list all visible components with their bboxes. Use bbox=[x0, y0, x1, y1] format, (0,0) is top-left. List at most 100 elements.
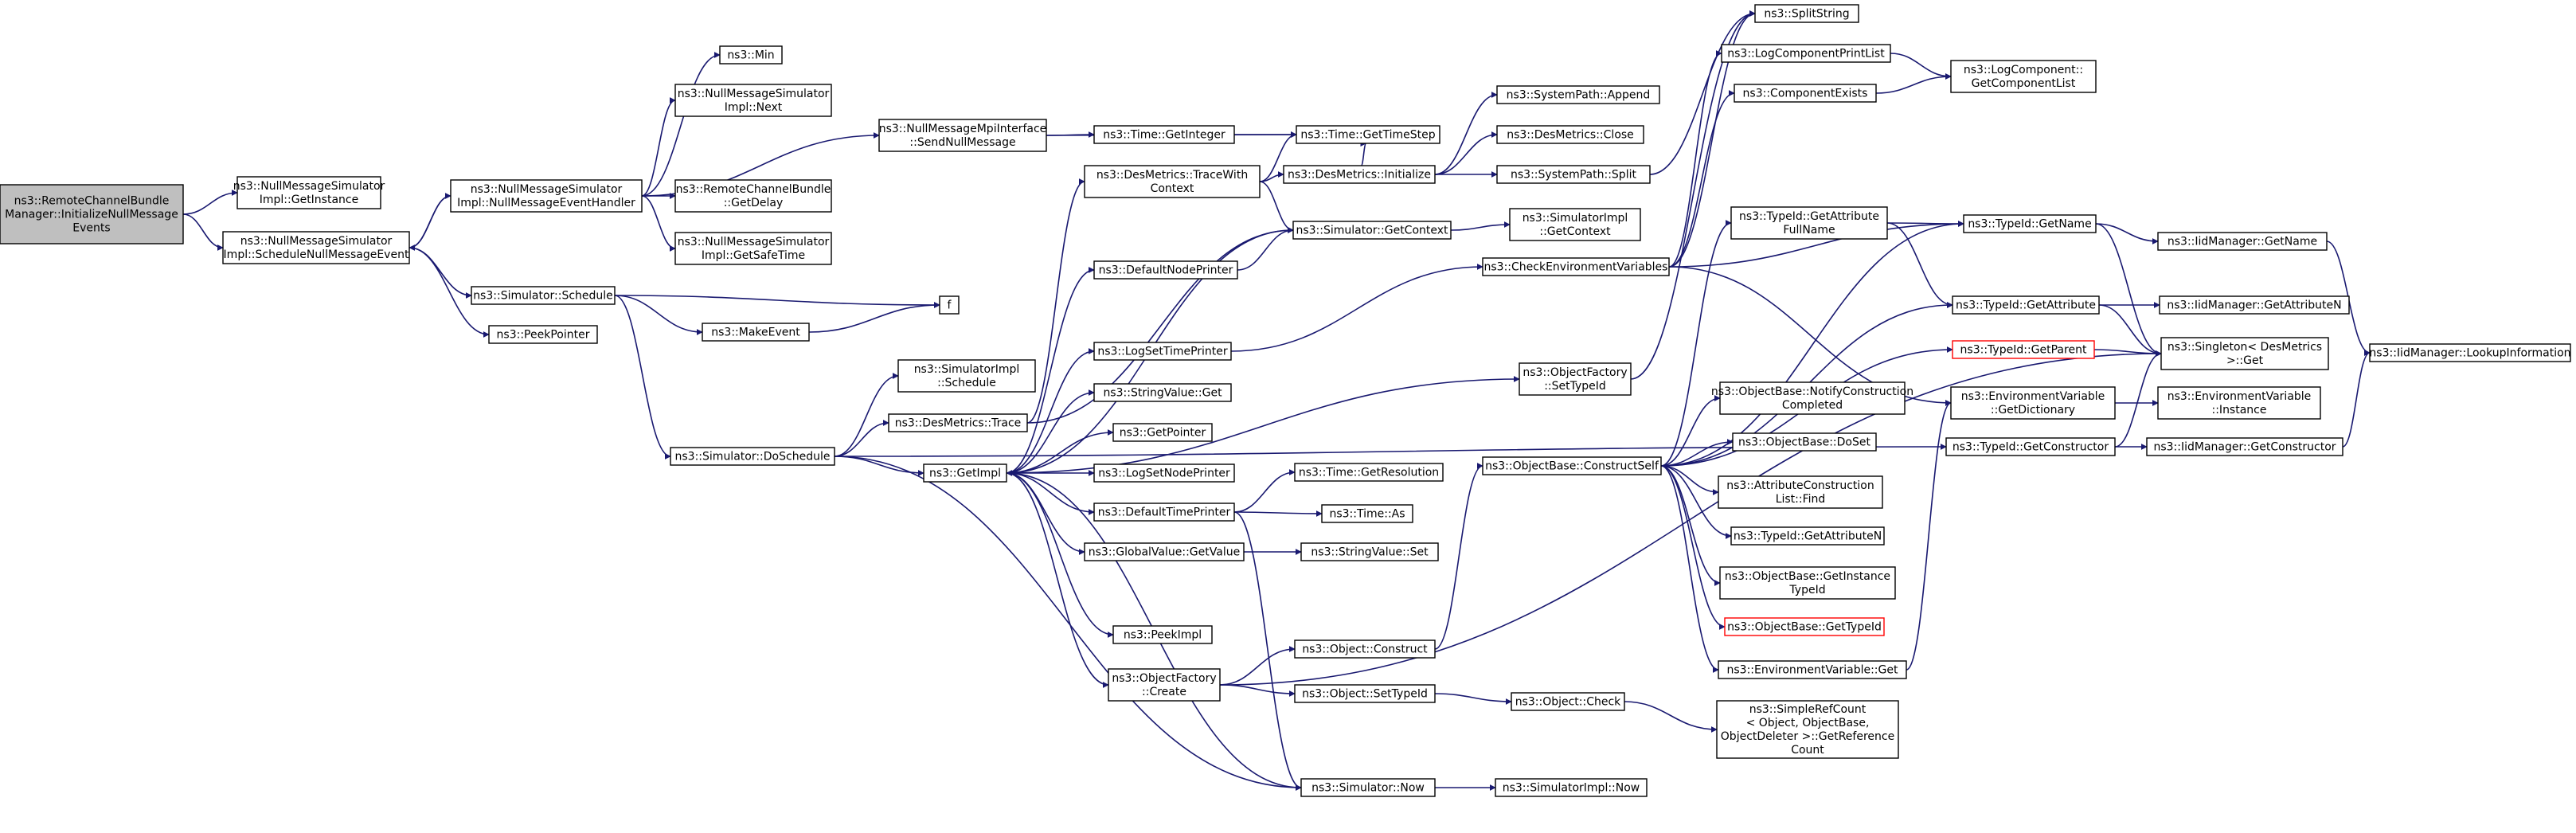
node-getpointer[interactable]: ns3::GetPointer bbox=[1112, 423, 1213, 442]
node-box bbox=[1509, 208, 1641, 241]
node-label: ns3::IidManager::GetName bbox=[2168, 236, 2317, 248]
node-simplerefcount[interactable]: ns3::SimpleRefCount< Object, ObjectBase,… bbox=[1716, 700, 1899, 759]
node-label: ns3::SplitString bbox=[1764, 8, 1849, 21]
node-time-getinteger[interactable]: ns3::Time::GetInteger bbox=[1093, 125, 1235, 144]
node-iid-getattributen[interactable]: ns3::IidManager::GetAttributeN bbox=[2159, 295, 2350, 315]
edge-iid_getconstructor-to-iid_lookupinfo bbox=[2342, 350, 2371, 448]
node-box bbox=[2159, 295, 2350, 315]
node-getimpl[interactable]: ns3::GetImpl bbox=[923, 463, 1007, 483]
node-box bbox=[1300, 778, 1436, 797]
node-box bbox=[1093, 383, 1232, 402]
node-nms-getsafetime[interactable]: ns3::NullMessageSimulatorImpl::GetSafeTi… bbox=[674, 232, 832, 265]
node-singleton-get[interactable]: ns3::Singleton< DesMetrics >::Get bbox=[2160, 337, 2329, 370]
node-objectfactory-settypeid[interactable]: ns3::ObjectFactory::SetTypeId bbox=[1519, 362, 1632, 396]
node-peekimpl[interactable]: ns3::PeekImpl bbox=[1112, 625, 1213, 644]
node-box bbox=[670, 447, 835, 466]
node-checkenvvars[interactable]: ns3::CheckEnvironmentVariables bbox=[1482, 257, 1670, 276]
node-defaultnodeprinter[interactable]: ns3::DefaultNodePrinter bbox=[1093, 260, 1238, 280]
node-sim-doschedule[interactable]: ns3::Simulator::DoSchedule bbox=[670, 447, 835, 466]
node-envvar-instance[interactable]: ns3::EnvironmentVariable::Instance bbox=[2157, 386, 2321, 420]
edge-objectbase_constructself-to-objectbase_gettypeid bbox=[1660, 465, 1726, 630]
node-splitstring[interactable]: ns3::SplitString bbox=[1754, 4, 1859, 23]
node-label: ns3::Object::Construct bbox=[1302, 643, 1428, 656]
node-box bbox=[1716, 700, 1899, 759]
node-typeid-getconstructor[interactable]: ns3::TypeId::GetConstructor bbox=[1945, 437, 2116, 456]
node-typeid-getname[interactable]: ns3::TypeId::GetName bbox=[1963, 214, 2097, 233]
node-nms-schedulenull[interactable]: ns3::NullMessageSimulatorImpl::ScheduleN… bbox=[222, 231, 410, 264]
node-iid-getname[interactable]: ns3::IidManager::GetName bbox=[2157, 232, 2328, 251]
node-defaulttimeprinter[interactable]: ns3::DefaultTimePrinter bbox=[1093, 503, 1235, 522]
edge-checkenvvars-to-splitstring bbox=[1668, 10, 1756, 268]
node-envvar-getdictionary[interactable]: ns3::EnvironmentVariable::GetDictionary bbox=[1950, 386, 2116, 420]
node-sendnull[interactable]: ns3::NullMessageMpiInterface::SendNullMe… bbox=[878, 119, 1047, 152]
node-label: ns3::SimulatorImpl bbox=[1523, 212, 1628, 225]
node-simimpl-getcontext[interactable]: ns3::SimulatorImpl::GetContext bbox=[1509, 208, 1641, 241]
node-iid-getconstructor[interactable]: ns3::IidManager::GetConstructor bbox=[2146, 437, 2343, 456]
node-objectbase-constructself[interactable]: ns3::ObjectBase::ConstructSelf bbox=[1482, 456, 1662, 475]
node-sim-now[interactable]: ns3::Simulator::Now bbox=[1300, 778, 1436, 797]
node-systempath-split[interactable]: ns3::SystemPath::Split bbox=[1496, 165, 1651, 184]
node-label: ns3::TypeId::GetAttributeN bbox=[1734, 530, 1882, 543]
node-objectfactory-create[interactable]: ns3::ObjectFactory::Create bbox=[1108, 668, 1221, 702]
node-objectbase-notify[interactable]: ns3::ObjectBase::NotifyConstructionCompl… bbox=[1711, 381, 1913, 415]
node-box bbox=[1952, 295, 2100, 315]
node-dm-initialize[interactable]: ns3::DesMetrics::Initialize bbox=[1283, 165, 1436, 184]
node-label: TypeId bbox=[1788, 584, 1825, 596]
node-dm-close[interactable]: ns3::DesMetrics::Close bbox=[1496, 125, 1644, 144]
node-typeid-getattribute[interactable]: ns3::TypeId::GetAttribute bbox=[1952, 295, 2100, 315]
node-typeid-getparent[interactable]: ns3::TypeId::GetParent bbox=[1952, 340, 2095, 359]
node-stringvalue-get[interactable]: ns3::StringValue::Get bbox=[1093, 383, 1232, 402]
node-box bbox=[1093, 260, 1238, 280]
node-label: Context bbox=[1151, 182, 1194, 195]
node-time-gettimestep[interactable]: ns3::Time::GetTimeStep bbox=[1296, 125, 1440, 144]
node-label: ns3::IidManager::GetAttributeN bbox=[2167, 299, 2341, 312]
node-logsetnodeprinter[interactable]: ns3::LogSetNodePrinter bbox=[1093, 463, 1235, 483]
node-min[interactable]: ns3::Min bbox=[719, 45, 783, 65]
node-box bbox=[1294, 463, 1444, 482]
node-systempath-append[interactable]: ns3::SystemPath::Append bbox=[1496, 85, 1660, 104]
node-desmetrics-trace[interactable]: ns3::DesMetrics::Trace bbox=[888, 413, 1028, 432]
node-sim-getcontext[interactable]: ns3::Simulator::GetContext bbox=[1292, 221, 1452, 240]
node-object-settypeid[interactable]: ns3::Object::SetTypeId bbox=[1294, 684, 1436, 703]
node-simimpl-schedule[interactable]: ns3::SimulatorImpl::Schedule bbox=[897, 359, 1036, 393]
node-f[interactable]: f bbox=[939, 295, 960, 315]
node-sim-schedule[interactable]: ns3::Simulator::Schedule bbox=[471, 286, 616, 305]
node-object-check[interactable]: ns3::Object::Check bbox=[1511, 692, 1625, 711]
node-rcb-getdelay[interactable]: ns3::RemoteChannelBundle::GetDelay bbox=[674, 179, 832, 213]
node-makeevent[interactable]: ns3::MakeEvent bbox=[702, 323, 810, 342]
node-peekpointer[interactable]: ns3::PeekPointer bbox=[488, 325, 598, 344]
edge-nms_handler-to-min bbox=[641, 52, 721, 197]
node-globalvalue-getvalue[interactable]: ns3::GlobalValue::GetValue bbox=[1084, 542, 1245, 561]
node-label: ns3::NullMessageSimulator bbox=[678, 88, 830, 100]
node-box bbox=[1511, 692, 1625, 711]
node-typeid-getattributen[interactable]: ns3::TypeId::GetAttributeN bbox=[1730, 526, 1885, 546]
node-objectbase-gettypeid[interactable]: ns3::ObjectBase::GetTypeId bbox=[1724, 617, 1885, 636]
node-stringvalue-set[interactable]: ns3::StringValue::Set bbox=[1300, 542, 1439, 561]
edge-makeevent-to-f bbox=[808, 302, 940, 333]
node-objectbase-doset[interactable]: ns3::ObjectBase::DoSet bbox=[1732, 432, 1877, 452]
node-logcomponent-getlist[interactable]: ns3::LogComponent::GetComponentList bbox=[1950, 60, 2097, 93]
edge-nms_schedulenull-to-peekpointer bbox=[408, 247, 490, 338]
edge-sim_doschedule-to-sim_now bbox=[834, 456, 1302, 791]
node-object-construct[interactable]: ns3::Object::Construct bbox=[1294, 639, 1436, 659]
node-time-getresolution[interactable]: ns3::Time::GetResolution bbox=[1294, 463, 1444, 482]
node-box bbox=[488, 325, 598, 344]
node-simimpl-now[interactable]: ns3::SimulatorImpl::Now bbox=[1495, 778, 1648, 797]
node-iid-lookupinfo[interactable]: ns3::IidManager::LookupInformation bbox=[2369, 343, 2571, 362]
node-envvar-get[interactable]: ns3::EnvironmentVariable::Get bbox=[1718, 660, 1907, 679]
node-logsettimeprinter[interactable]: ns3::LogSetTimePrinter bbox=[1093, 342, 1232, 361]
node-componentexists[interactable]: ns3::ComponentExists bbox=[1734, 84, 1877, 103]
node-time-as[interactable]: ns3::Time::As bbox=[1321, 504, 1413, 523]
edge-getimpl-to-stringvalue_get bbox=[1006, 389, 1095, 474]
edge-dm_tracewith-to-sim_getcontext bbox=[1259, 181, 1294, 233]
node-nms-getinstance[interactable]: ns3::NullMessageSimulatorImpl::GetInstan… bbox=[233, 176, 385, 209]
node-nms-handler[interactable]: ns3::NullMessageSimulatorImpl::NullMessa… bbox=[450, 179, 643, 213]
node-logcomponentprintlist[interactable]: ns3::LogComponentPrintList bbox=[1721, 44, 1891, 63]
node-label: ns3::StringValue::Get bbox=[1103, 387, 1222, 400]
node-label: ns3::IidManager::GetConstructor bbox=[2153, 441, 2336, 454]
